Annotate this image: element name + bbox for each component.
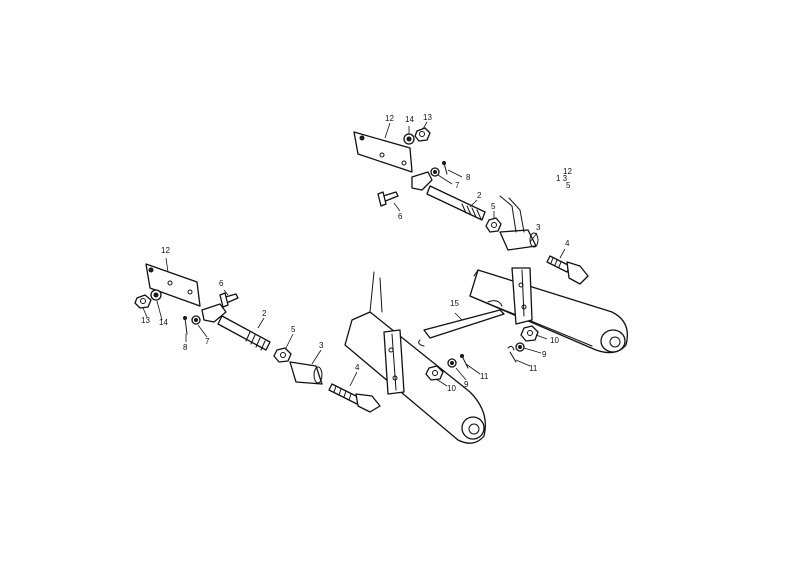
lower-washer-9 — [447, 358, 457, 368]
upper-pin-6 — [377, 191, 399, 207]
right-lower-link-arm — [469, 269, 629, 354]
upper-washer-7 — [430, 167, 440, 177]
lower-yoke-rod-4 — [328, 383, 381, 413]
label-lower-8: 8 — [183, 343, 188, 352]
upper-washer-9 — [515, 342, 525, 352]
lower-washer-14 — [150, 289, 162, 301]
lower-pin-6 — [219, 292, 239, 308]
lower-vertical-clevis — [383, 329, 405, 395]
label-upper-9: 9 — [542, 350, 547, 359]
lower-bracket-plate — [145, 263, 201, 307]
lower-nut-5 — [273, 347, 292, 363]
label-lower-3: 3 — [319, 341, 324, 350]
upper-pin-11 — [507, 345, 517, 363]
upper-nut-5 — [485, 217, 502, 233]
legend-note: 12 1 3 5 — [556, 167, 572, 190]
label-upper-8: 8 — [466, 173, 471, 182]
label-lower-13: 13 — [141, 316, 150, 325]
label-upper-14: 14 — [405, 115, 414, 124]
label-upper-10: 10 — [550, 336, 559, 345]
label-upper-2: 2 — [477, 191, 482, 200]
lower-pin-11 — [460, 354, 469, 369]
upper-sleeve-3 — [499, 229, 539, 251]
callout-labels: 12 14 13 8 7 6 2 5 3 4 15 10 9 11 12 6 1… — [141, 113, 570, 393]
label-upper-5: 5 — [491, 202, 496, 211]
lower-pin-8 — [183, 316, 188, 335]
lower-sleeve-3 — [289, 361, 323, 385]
legend-line-3: 5 — [566, 181, 571, 190]
upper-turnbuckle-rod — [411, 171, 486, 221]
label-upper-6: 6 — [398, 212, 403, 221]
label-lower-5: 5 — [291, 325, 296, 334]
upper-pin-8 — [442, 161, 448, 175]
label-upper-3: 3 — [536, 223, 541, 232]
legend-line-2: 1 3 — [556, 174, 568, 183]
upper-vertical-clevis — [511, 267, 533, 325]
label-lower-14: 14 — [159, 318, 168, 327]
upper-nut-13 — [414, 127, 431, 142]
label-lower-9: 9 — [464, 380, 469, 389]
lower-nut-13 — [134, 294, 152, 309]
upper-yoke-rod-4 — [546, 255, 589, 285]
left-lower-link-arm — [344, 271, 487, 444]
label-upper-13: 13 — [423, 113, 432, 122]
upper-bracket-plate — [353, 131, 413, 173]
label-upper-7: 7 — [455, 181, 460, 190]
label-upper-4: 4 — [565, 239, 570, 248]
legend-line-1: 12 — [563, 167, 572, 176]
label-lower-6: 6 — [219, 279, 224, 288]
lower-nut-10 — [425, 365, 444, 381]
upper-lift-rod-stub — [499, 195, 525, 233]
label-upper-11: 11 — [529, 364, 538, 373]
label-lower-2: 2 — [262, 309, 267, 318]
label-upper-12: 12 — [385, 114, 394, 123]
label-lower-12: 12 — [161, 246, 170, 255]
upper-washer-14 — [403, 133, 415, 145]
lower-washer-7 — [191, 315, 201, 325]
label-lower-10: 10 — [447, 384, 456, 393]
leader-lines — [142, 121, 566, 387]
label-lower-7: 7 — [205, 337, 210, 346]
label-upper-15: 15 — [450, 299, 459, 308]
stabiliser-spring-15 — [418, 300, 505, 347]
upper-nut-10 — [520, 325, 539, 342]
lower-turnbuckle-rod — [201, 303, 271, 351]
label-lower-4: 4 — [355, 363, 360, 372]
label-lower-11: 11 — [480, 372, 489, 381]
